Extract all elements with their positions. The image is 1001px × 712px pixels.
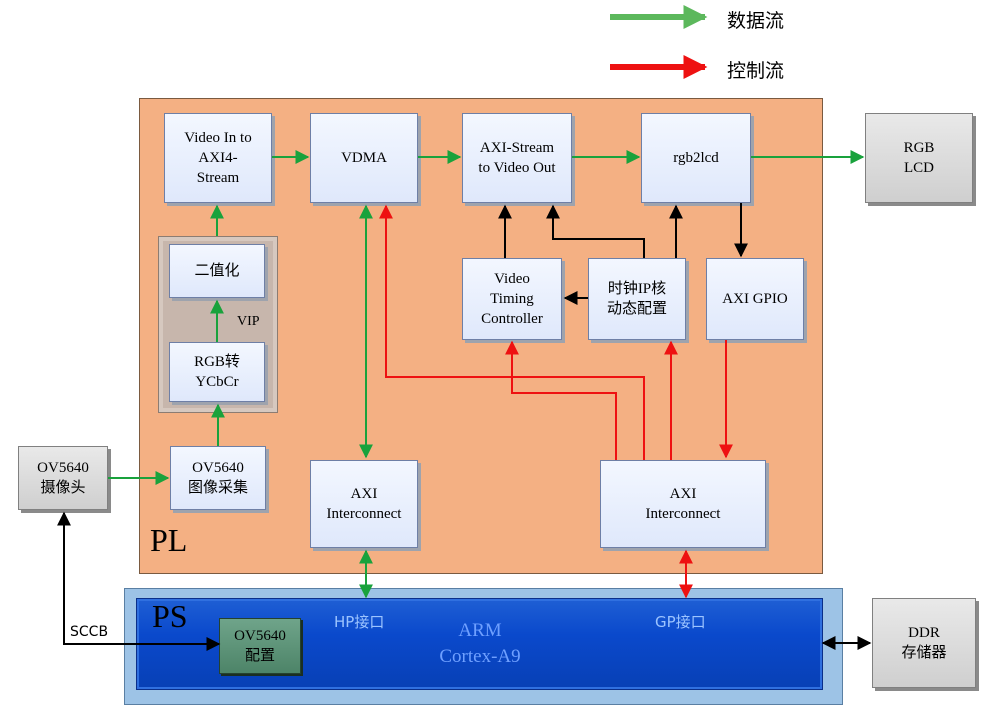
- vdma-block: VDMA: [310, 113, 418, 203]
- rgb2lcd-block: rgb2lcd: [641, 113, 751, 203]
- clk-ip-to-stream-out: [546, 204, 645, 258]
- axi-interconnect-right-block: AXI Interconnect: [600, 460, 766, 548]
- legend-control-flow-label: 控制流: [727, 60, 785, 82]
- ov5640-capture-block: OV5640 图像采集: [170, 446, 266, 510]
- rgb-to-ycbcr-block: RGB转 YCbCr: [169, 342, 265, 402]
- ctrl-axi-to-vtc: [505, 340, 617, 460]
- ddr-memory-block: DDR 存储器: [872, 598, 976, 688]
- ov5640-config-block: OV5640 配置: [219, 618, 301, 674]
- clock-ip-dynamic-config-block: 时钟IP核 动态配置: [588, 258, 686, 340]
- sccb-config-to-camera: [57, 511, 221, 651]
- axi-gpio-block: AXI GPIO: [706, 258, 804, 340]
- axi-interconnect-left-block: AXI Interconnect: [310, 460, 418, 548]
- ctrl-axi-to-vdma: [379, 204, 645, 460]
- vip-label: VIP: [237, 314, 260, 329]
- arm-cortex-label: ARM Cortex-A9: [439, 620, 521, 667]
- legend-data-flow-label: 数据流: [727, 10, 785, 32]
- video-timing-controller-block: Video Timing Controller: [462, 258, 562, 340]
- rgb-lcd-block: RGB LCD: [865, 113, 973, 203]
- axi-stream-to-video-out-block: AXI-Stream to Video Out: [462, 113, 572, 203]
- ov5640-camera-block: OV5640 摄像头: [18, 446, 108, 510]
- hp-port-label: HP接口: [334, 613, 385, 631]
- binarize-block: 二值化: [169, 244, 265, 298]
- video-in-axi4-stream-block: Video In to AXI4- Stream: [164, 113, 272, 203]
- gp-port-label: GP接口: [655, 613, 706, 631]
